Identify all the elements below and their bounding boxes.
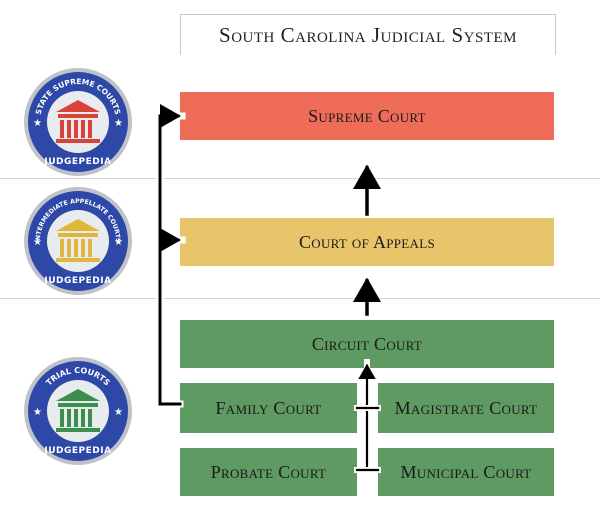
supreme-court-box: Supreme Court [180,92,554,140]
family-court-label: Family Court [215,397,322,418]
appellate-courts-seal-icon: INTERMEDIATE APPELLATE COURTS ★ ★ [22,185,132,295]
svg-text:★: ★ [33,407,42,418]
appellate-badge-footer: JUDGEPEDIA [44,276,112,286]
svg-text:★: ★ [33,237,42,248]
tier-divider-top [0,178,600,179]
svg-text:★: ★ [114,237,123,248]
supreme-courts-badge: STATE SUPREME COURTS ★ ★ JUDGEPEDIA [22,66,134,178]
magistrate-court-box: Magistrate Court [378,383,554,433]
trial-badge-footer: JUDGEPEDIA [44,446,112,456]
magistrate-court-label: Magistrate Court [394,397,538,418]
trial-courts-seal-icon: TRIAL COURTS ★ ★ [24,357,132,465]
svg-text:★: ★ [33,118,42,129]
svg-text:★: ★ [114,407,123,418]
diagram-title: South Carolina Judicial System [180,14,556,55]
supreme-court-label: Supreme Court [308,105,426,126]
supreme-badge-footer: JUDGEPEDIA [44,157,112,167]
family-court-box: Family Court [180,383,357,433]
supreme-courts-seal-icon: STATE SUPREME COURTS ★ ★ [24,68,132,176]
court-of-appeals-box: Court of Appeals [180,218,554,266]
tier-divider-bottom [0,298,600,299]
family-to-supreme-connector [158,104,182,406]
municipal-court-label: Municipal Court [400,461,532,482]
trial-courts-badge: TRIAL COURTS ★ ★ JUDGEPEDIA [22,355,134,467]
municipal-court-box: Municipal Court [378,448,554,496]
circuit-court-label: Circuit Court [311,333,423,354]
probate-court-label: Probate Court [210,461,327,482]
magistrate-municipal-branch-connector [355,406,380,472]
court-of-appeals-label: Court of Appeals [299,231,435,252]
probate-court-box: Probate Court [180,448,357,496]
svg-text:★: ★ [114,118,123,129]
appellate-courts-badge: INTERMEDIATE APPELLATE COURTS ★ ★ JUDGEP… [22,185,134,297]
